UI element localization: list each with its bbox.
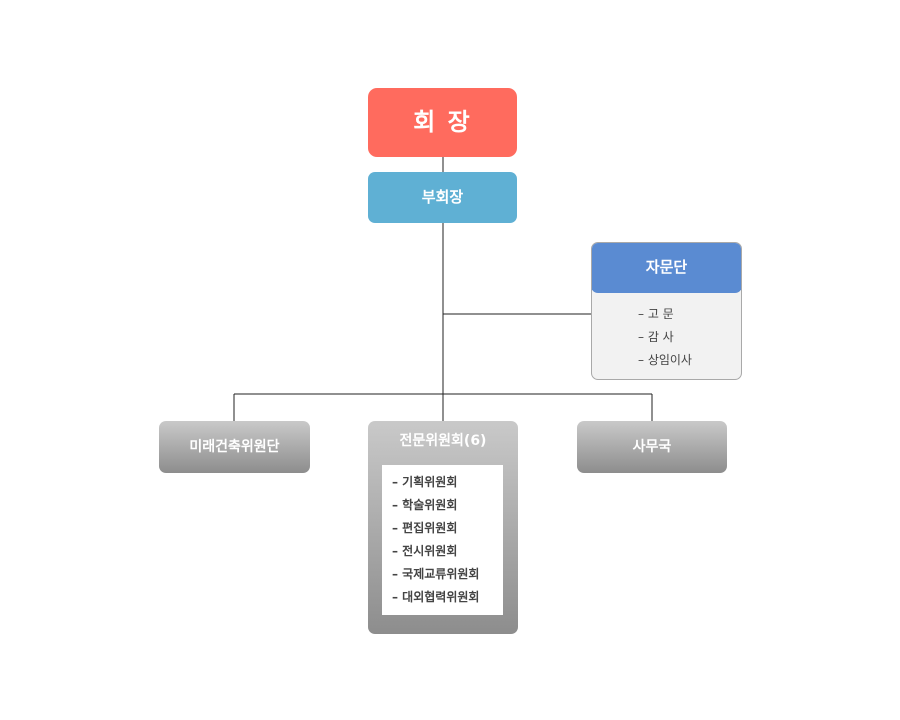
expert-committee-panel: – 기획위원회 – 학술위원회 – 편집위원회 – 전시위원회 – 국제교류위원… xyxy=(382,465,503,615)
future-architecture-label: 미래건축위원단 xyxy=(189,439,280,455)
committee-item: – 전시위원회 xyxy=(392,544,458,558)
expert-committee-title: 전문위원회(6) xyxy=(399,433,487,449)
president-box: 회 장 xyxy=(368,88,517,157)
advisory-list: – 고 문 – 감 사 – 상임이사 xyxy=(638,303,692,372)
expert-committee-list: – 기획위원회 – 학술위원회 – 편집위원회 – 전시위원회 – 국제교류위원… xyxy=(382,471,503,609)
advisory-item: – 감 사 xyxy=(638,330,674,344)
secretariat-label: 사무국 xyxy=(632,439,672,455)
committee-item: – 편집위원회 xyxy=(392,521,458,535)
committee-item: – 국제교류위원회 xyxy=(392,567,480,581)
secretariat-box: 사무국 xyxy=(577,421,727,473)
vice-president-box: 부회장 xyxy=(368,172,517,223)
advisory-title: 자문단 xyxy=(592,243,741,293)
expert-committee-box: 전문위원회(6) – 기획위원회 – 학술위원회 – 편집위원회 – 전시위원회… xyxy=(368,421,518,634)
advisory-item: – 상임이사 xyxy=(638,353,692,367)
future-architecture-box: 미래건축위원단 xyxy=(159,421,310,473)
vice-president-label: 부회장 xyxy=(421,188,464,206)
committee-item: – 대외협력위원회 xyxy=(392,590,480,604)
president-label: 회 장 xyxy=(413,108,472,136)
advisory-item: – 고 문 xyxy=(638,307,674,321)
committee-item: – 학술위원회 xyxy=(392,498,458,512)
advisory-box: 자문단 – 고 문 – 감 사 – 상임이사 xyxy=(591,242,742,380)
committee-item: – 기획위원회 xyxy=(392,475,458,489)
